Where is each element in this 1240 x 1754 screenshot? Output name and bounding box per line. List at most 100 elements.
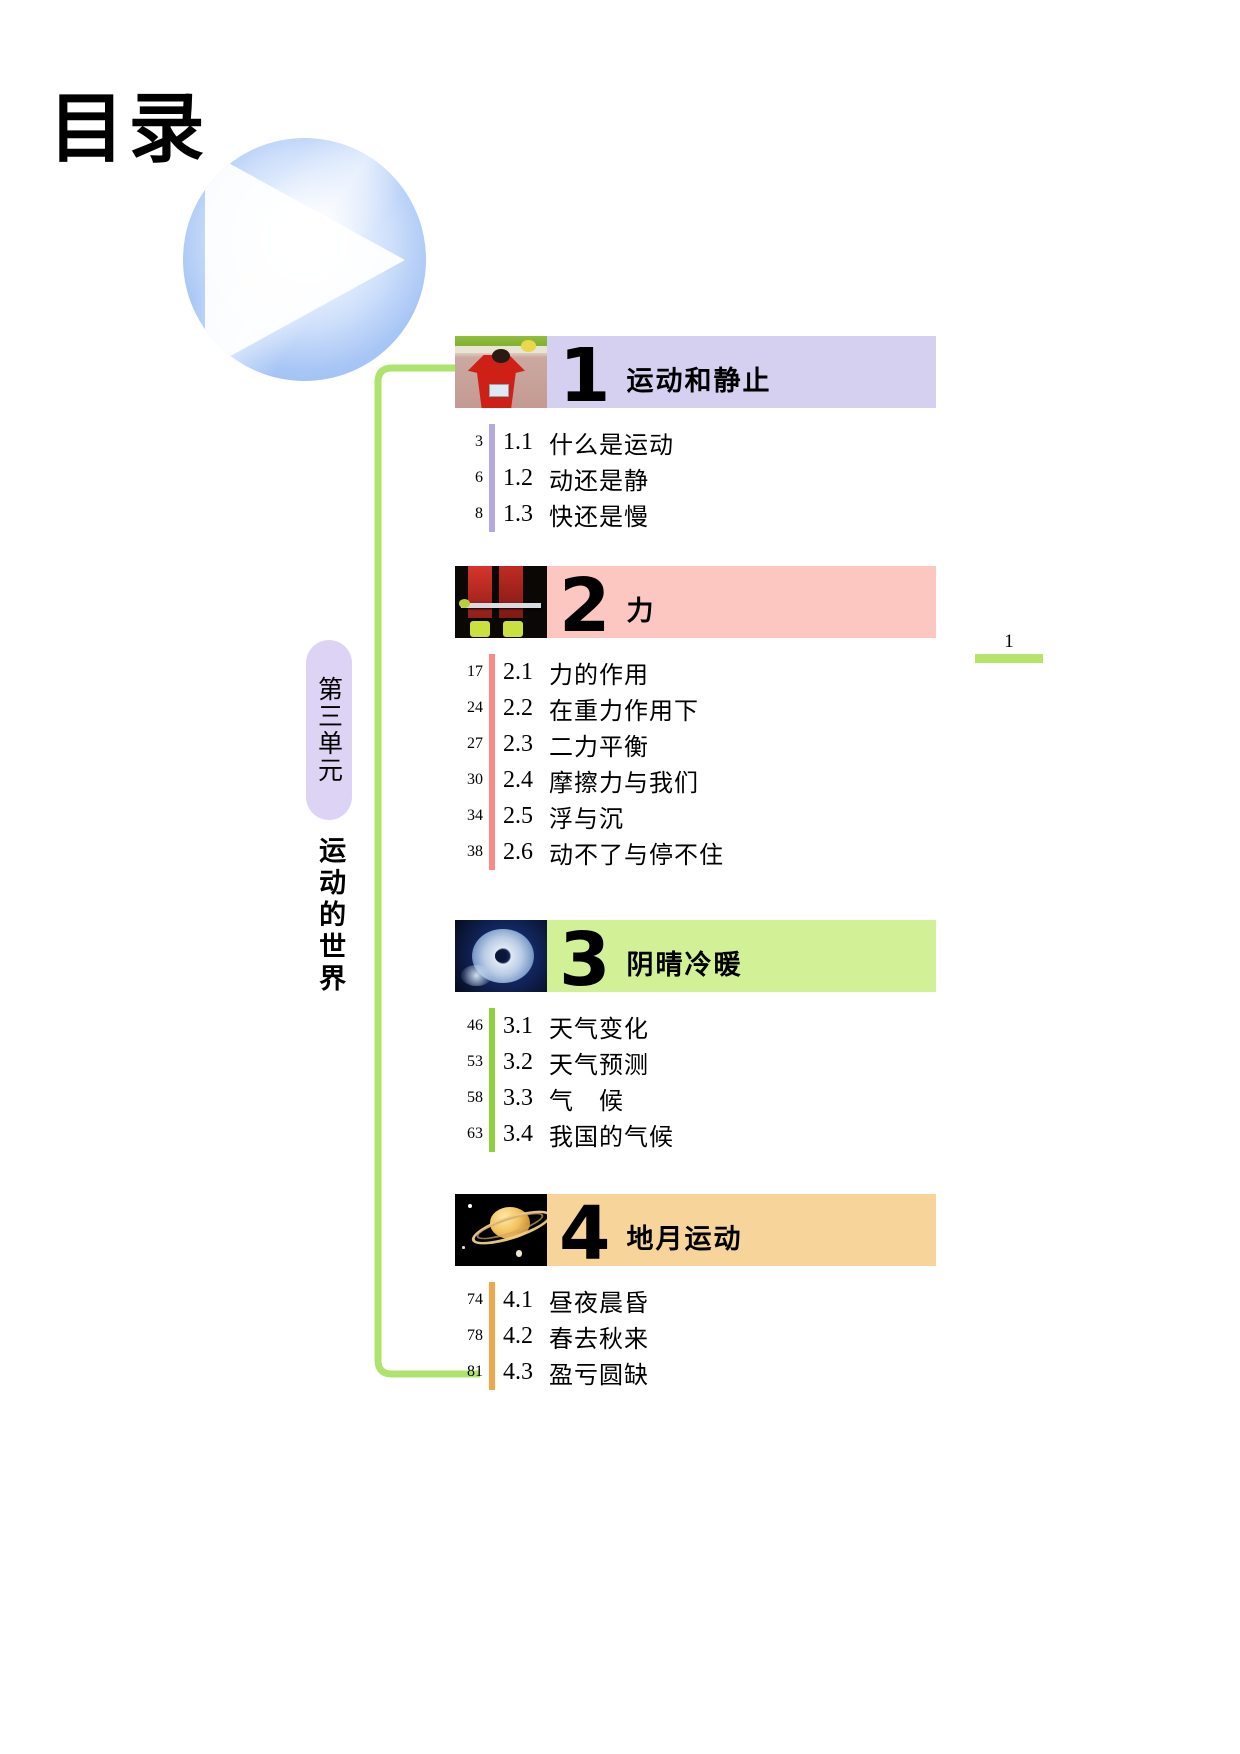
chapter-title: 力 [626,596,656,627]
chapter-title: 地月运动 [626,1224,743,1255]
section-number: 1.2 [503,464,533,491]
chapter-title: 运动和静止 [626,366,772,397]
section-number: 2.4 [503,766,533,793]
section-page-number: 53 [467,1053,483,1070]
section-title: 动不了与停不住 [549,840,724,869]
section-title: 动还是静 [549,466,649,495]
section-page-number: 34 [467,807,483,824]
list-item[interactable]: 27 2.3 二力平衡 [455,726,936,762]
section-title: 在重力作用下 [549,696,699,725]
page-number-value: 1 [1004,631,1014,652]
section-number: 2.2 [503,694,533,721]
section-number: 3.3 [503,1084,533,1111]
section-rule [489,798,495,834]
section-number: 2.1 [503,658,533,685]
section-title: 二力平衡 [549,732,649,761]
section-rule [489,1044,495,1080]
section-title: 摩擦力与我们 [549,768,699,797]
section-title: 我国的气候 [549,1122,674,1151]
section-title: 春去秋来 [549,1324,649,1353]
section-rule [489,1008,495,1044]
section-rule [489,1116,495,1152]
section-page-number: 63 [467,1125,483,1142]
section-title: 昼夜晨昏 [549,1288,649,1317]
section-title: 天气预测 [549,1050,649,1079]
section-page-number: 27 [467,735,483,752]
unit-label: 第三单元 运动的世界 [306,640,352,1001]
list-item[interactable]: 34 2.5 浮与沉 [455,798,936,834]
section-rule [489,460,495,496]
section-page-number: 78 [467,1327,483,1344]
chapter-thumbnail-hurricane-satellite-photo [455,920,547,992]
section-title: 浮与沉 [549,804,624,833]
section-number: 2.3 [503,730,533,757]
chapter-thumbnail-weightlifter-photo [455,566,547,638]
section-page-number: 30 [467,771,483,788]
list-item[interactable]: 74 4.1 昼夜晨昏 [455,1282,936,1318]
list-item[interactable]: 30 2.4 摩擦力与我们 [455,762,936,798]
section-rule [489,654,495,690]
section-rule [489,726,495,762]
section-page-number: 3 [475,433,483,450]
section-title: 气 候 [549,1086,624,1115]
section-number: 1.1 [503,428,533,455]
section-page-number: 81 [467,1363,483,1380]
chapter-number: 3 [559,917,611,1004]
list-item[interactable]: 81 4.3 盈亏圆缺 [455,1354,936,1390]
section-number: 3.4 [503,1120,533,1147]
section-number: 3.1 [503,1012,533,1039]
section-number: 2.6 [503,838,533,865]
list-item[interactable]: 38 2.6 动不了与停不住 [455,834,936,870]
section-number: 4.3 [503,1358,533,1385]
section-rule [489,834,495,870]
chapter-number: 2 [559,563,611,650]
chapter-title: 阴晴冷暖 [626,950,743,981]
list-item[interactable]: 63 3.4 我国的气候 [455,1116,936,1152]
section-page-number: 38 [467,843,483,860]
section-page-number: 58 [467,1089,483,1106]
badge-sheen [183,138,426,381]
section-rule [489,496,495,532]
chapter-number: 4 [559,1191,611,1278]
page-title: 目录 [48,83,209,173]
section-rule [489,690,495,726]
section-rule [489,1354,495,1390]
section-number: 4.1 [503,1286,533,1313]
section-title: 盈亏圆缺 [549,1360,649,1389]
section-page-number: 74 [467,1291,483,1308]
section-rule [489,1282,495,1318]
section-rule [489,1080,495,1116]
section-page-number: 8 [475,505,483,522]
section-number: 1.3 [503,500,533,527]
chapter-number: 1 [559,333,611,420]
list-item[interactable]: 58 3.3 气 候 [455,1080,936,1116]
chapter-thumbnail-athlete-photo [455,336,547,408]
section-number: 2.5 [503,802,533,829]
chapter-thumbnail-saturn-planet-photo [455,1194,547,1266]
section-page-number: 17 [467,663,483,680]
section-rule [489,1318,495,1354]
